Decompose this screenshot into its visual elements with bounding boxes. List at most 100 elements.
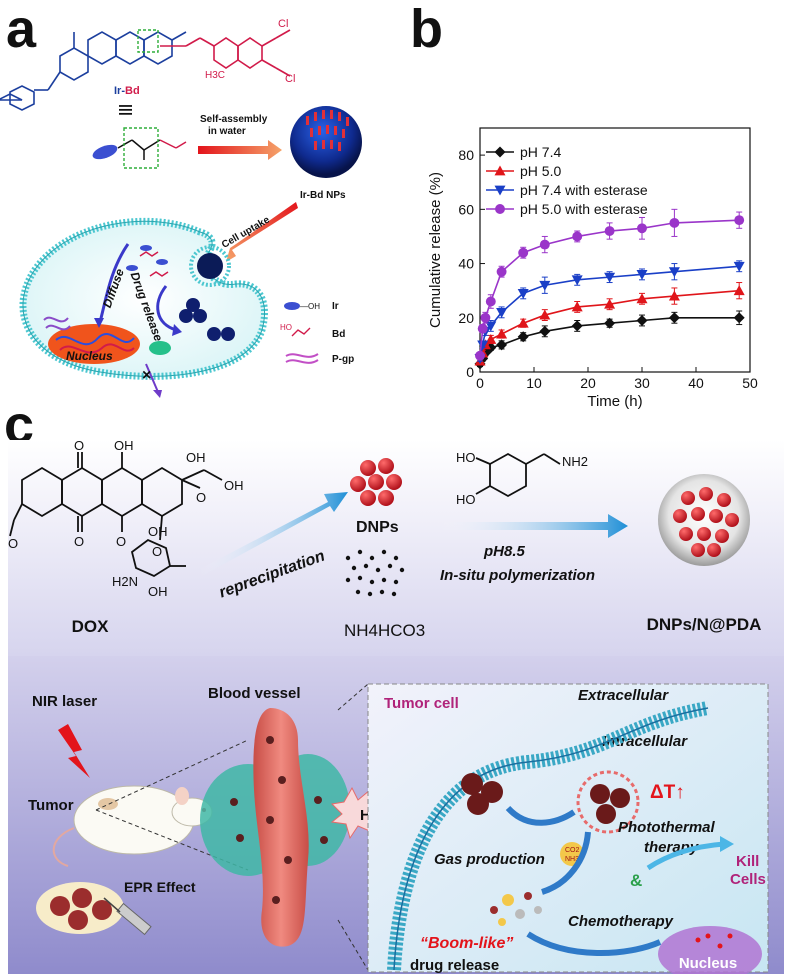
data-point [571,320,583,332]
co2-label: CO2 [565,847,580,854]
data-point [496,328,508,339]
y-tick-label: 0 [466,364,474,380]
nucleus-drug-dots [695,933,733,949]
legend-p-gp: P-gp [332,354,354,365]
dnps-cluster [350,458,402,506]
series-0 [474,310,745,370]
data-point [604,226,615,236]
data-point [518,247,529,258]
data-point [669,217,680,228]
equivalence-bars: ||| [119,104,135,116]
dopamine-nh2: NH2 [562,454,588,469]
cell-uptake-label: Cell uptake [220,214,272,250]
y-tick-label: 40 [458,256,474,272]
legend-marker [494,165,506,176]
data-point [539,325,551,337]
x-tick-label: 40 [688,375,704,391]
bd-structure [160,29,291,77]
data-point [496,339,508,351]
dopamine-structure [475,452,561,498]
boom-label-1: “Boom-like” [420,935,513,952]
data-point [517,317,529,328]
vessel-particles [230,736,328,904]
p-gp-in-cell [43,316,71,331]
tumor-inset [36,882,124,934]
endocytosed-np [197,253,223,279]
data-point [485,342,497,354]
chart-y-axis-label: Cumulative release (%) [427,172,444,328]
data-point [668,290,680,301]
svg-text:HO: HO [280,323,292,332]
diffuse-arrow [98,243,130,323]
data-point [485,296,496,307]
data-point [496,307,508,318]
legend-marker [494,146,506,158]
data-point [539,309,551,320]
released-nps [179,298,235,341]
data-point [636,293,648,304]
pda-particles-outside [461,773,503,815]
free-molecules [126,245,169,277]
self-assembly-label-2: in water [208,126,246,137]
dnps-n-pda-particle [658,474,750,566]
plot-frame [479,127,751,373]
data-point [496,266,507,277]
dox-atom-labels: O OH OH O OH O O O OH H2N O OH [8,440,244,599]
target-nucleus [658,926,762,974]
data-point [517,331,529,343]
data-point [480,312,491,323]
data-point [636,270,648,280]
svg-text:O: O [116,534,126,549]
chart-x-axis-label: Time (h) [587,393,642,410]
legend-entry: pH 5.0 [520,163,561,179]
svg-text:O: O [196,490,206,505]
data-point [734,215,745,226]
dopamine-ho-1: HO [456,450,476,465]
photothermal-label-1: Photothermal [618,819,716,836]
blood-vessel [253,708,309,947]
ir-bd-compound-label: Ir-Bd [114,85,140,97]
nh4hco3-dots [345,549,405,597]
series-3 [475,208,745,361]
panel-c-diagram: O OH OH O OH O O O OH H2N O OH DOX repre… [8,440,784,974]
legend-entry: pH 5.0 with esterase [520,201,648,217]
legend-entry: pH 7.4 [520,144,561,160]
gas-production-label: Gas production [434,851,545,868]
data-point [636,314,648,326]
data-point [571,301,583,312]
svg-text:H2N: H2N [112,574,138,589]
h3c-label: H3C [205,70,225,81]
panel-letter-a: a [6,0,37,59]
ir-bd-nanoparticle [290,106,362,178]
data-point [668,267,680,278]
dox-structure [9,452,223,578]
syringe-icon [103,897,152,936]
svg-text:O: O [152,544,162,559]
legend-marker [494,185,506,196]
nir-laser-label: NIR laser [32,693,97,710]
dopamine-ho-2: HO [456,492,476,507]
x-tick-label: 30 [634,375,650,391]
svg-text:×: × [142,367,151,384]
svg-text:OH: OH [148,584,168,599]
kill-label-1: Kill [736,853,759,870]
nh4hco3-label: NH4HCO3 [344,621,425,640]
y-tick-label: 20 [458,310,474,326]
epr-label: EPR Effect [124,879,196,895]
data-point [668,312,680,324]
y-tick-label: 60 [458,201,474,217]
drug-release-arrow [156,285,177,332]
data-point [733,312,745,324]
cl-label-2: Cl [285,73,295,85]
svg-text:O: O [74,534,84,549]
data-point [485,333,497,344]
panel-a-legend: —OH Ir HO Bd P-gp [280,301,354,365]
x-tick-label: 20 [580,375,596,391]
svg-text:OH: OH [186,450,206,465]
boom-label-2: drug release [410,957,499,974]
polymerization-arrow [438,514,628,538]
panel-a-diagram: H3C Cl Cl Ir-Bd ||| Self-assembly in wat… [0,18,362,398]
